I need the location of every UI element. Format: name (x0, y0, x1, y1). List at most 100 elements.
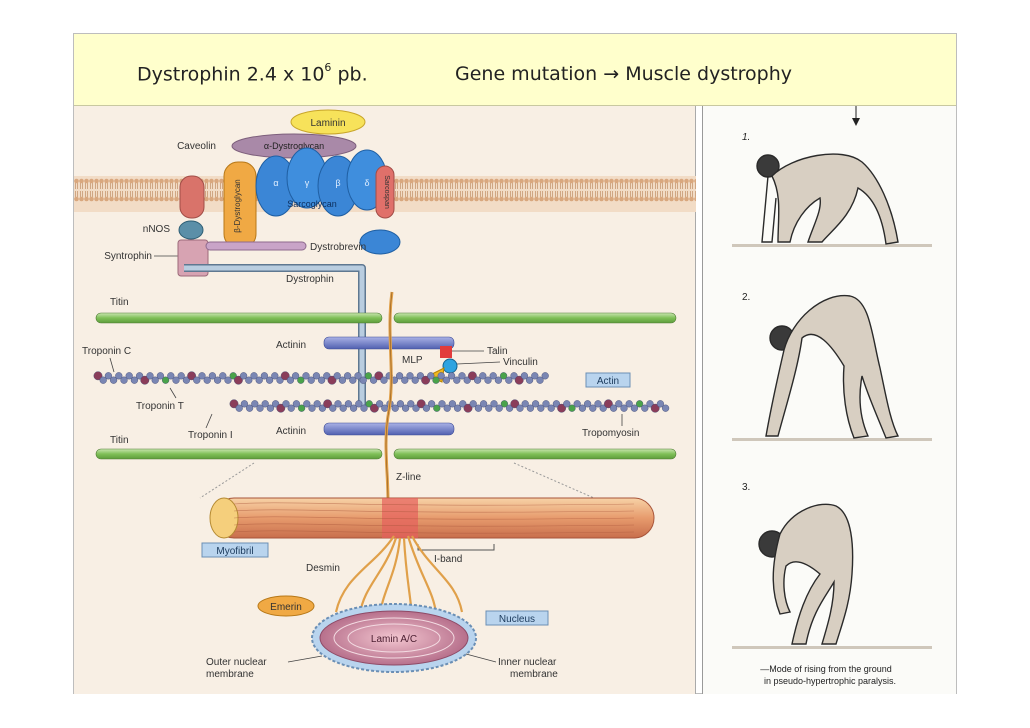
label-sarcoglycan: Sarcoglycan (287, 199, 337, 209)
label-desmin: Desmin (306, 563, 340, 574)
actin-top-bead (312, 372, 321, 380)
actin-bottom-bead (407, 400, 415, 408)
actin-top-bead (323, 372, 331, 380)
actin-bottom-bead (428, 400, 436, 408)
actin-bottom-bead (396, 400, 405, 408)
actin-top-bead (280, 371, 290, 381)
actin-top-bead (125, 372, 133, 380)
pointer-outer-membrane (287, 655, 323, 663)
actin-top-bead (146, 372, 154, 380)
actin-bottom-bead (282, 400, 290, 408)
laminin-shape (290, 109, 366, 135)
label-dystrobrevin: Dystrobrevin (310, 242, 366, 253)
title-dystrophin-exponent: 6 (324, 61, 332, 74)
myofibril-striation-line (233, 502, 635, 506)
actin-bottom-bead (391, 404, 399, 412)
actin-top-bead (120, 376, 128, 384)
label-sg-delta: δ (364, 178, 369, 188)
actin-bottom-bead (537, 404, 545, 412)
dystrobrevin-shape (205, 241, 307, 251)
label-outer-membrane-1: Outer nuclear (206, 657, 267, 668)
actin-bottom-bead (594, 400, 602, 408)
pointer-troponin-i (205, 413, 213, 429)
actin-bottom-bead (369, 403, 379, 413)
actin-bottom-bead (292, 400, 301, 408)
label-nucleus: Nucleus (499, 614, 535, 625)
label-myofibril: Myofibril (216, 546, 253, 557)
actin-top-bead (203, 376, 211, 384)
gowers-sign-figures: 1. 2. 3. —Mode of rising from the ground… (732, 106, 932, 686)
actin-bottom-bead (480, 400, 488, 408)
actin-top-bead (359, 376, 367, 384)
label-laminin: Laminin (310, 118, 345, 129)
myofibril-striation-line (233, 509, 635, 513)
actin-top-bead (229, 372, 237, 380)
myofibril-shape (209, 497, 655, 539)
actin-bottom-bead (329, 404, 337, 412)
actin-top-bead (172, 376, 180, 384)
actin-bottom-bead (490, 400, 498, 408)
titin-filament-top-left (95, 312, 383, 324)
actin-bottom-bead (433, 404, 441, 412)
actinin-bottom (323, 422, 455, 436)
actin-top-bead (233, 375, 243, 385)
actin-top-bead (344, 372, 352, 380)
actin-bottom-bead (344, 400, 353, 408)
actin-top-bead (514, 375, 524, 385)
label-actinin-bottom: Actinin (276, 426, 306, 437)
actin-top-bead (135, 372, 144, 380)
actin-top-bead (297, 376, 305, 384)
label-actin: Actin (597, 376, 619, 387)
actin-bottom-bead (578, 404, 587, 412)
title-gene-mutation: Gene mutation → Muscle dystrophy (455, 63, 793, 85)
fig-number-1: 1. (742, 132, 750, 143)
label-emerin: Emerin (270, 602, 302, 613)
actin-top-bead (250, 372, 258, 380)
actin-top-bead (364, 372, 373, 380)
nnos-shape (178, 220, 204, 240)
caveolin-shape (179, 175, 205, 219)
actin-top-bead (224, 376, 232, 384)
nucleus-label-box (485, 610, 549, 626)
actin-top-bead (421, 375, 430, 385)
actin-bottom-bead (448, 400, 457, 408)
dystrophin-shape (184, 265, 365, 406)
pointer-inner-membrane (465, 653, 497, 663)
actin-top-bead (302, 372, 310, 380)
label-inner-membrane-1: Inner nuclear (498, 657, 557, 668)
actin-top-bead (307, 376, 315, 384)
actin-top-bead (333, 372, 341, 380)
actin-top-bead (327, 375, 337, 385)
actin-top-bead (510, 372, 518, 380)
actin-top-bead (140, 375, 150, 385)
actin-top-bead (448, 372, 456, 380)
actin-bottom-bead (355, 400, 363, 408)
actin-bottom-bead (256, 404, 264, 412)
actin-top-bead (536, 376, 544, 384)
actin-top-bead (161, 376, 170, 384)
actin-bottom-bead (526, 404, 535, 412)
actin-bottom-bead (552, 400, 561, 408)
actin-label-box (585, 372, 631, 388)
actin-bottom-bead (516, 404, 524, 412)
actin-bottom-bead (641, 404, 649, 412)
zoom-line-left (199, 462, 255, 499)
actin-bottom-bead (510, 399, 520, 409)
label-lamin: Lamin A/C (371, 634, 417, 645)
actin-filament-top (93, 371, 549, 385)
actin-bottom-bead (532, 400, 540, 408)
actin-top-bead (240, 372, 248, 380)
actin-top-bead (266, 376, 274, 384)
actin-bottom-bead (661, 404, 670, 412)
actin-top-bead (411, 376, 419, 384)
actin-top-bead (479, 372, 487, 380)
actin-bottom-bead (650, 403, 660, 413)
desmin-strands-lower (334, 535, 464, 617)
actin-top-bead (177, 372, 185, 380)
actin-top-bead (354, 372, 362, 380)
actin-top-bead (156, 372, 165, 380)
label-tropomyosin: Tropomyosin (582, 428, 639, 439)
actin-top-bead (374, 371, 384, 381)
actin-top-bead (505, 376, 513, 384)
fig-number-3: 3. (742, 482, 750, 493)
